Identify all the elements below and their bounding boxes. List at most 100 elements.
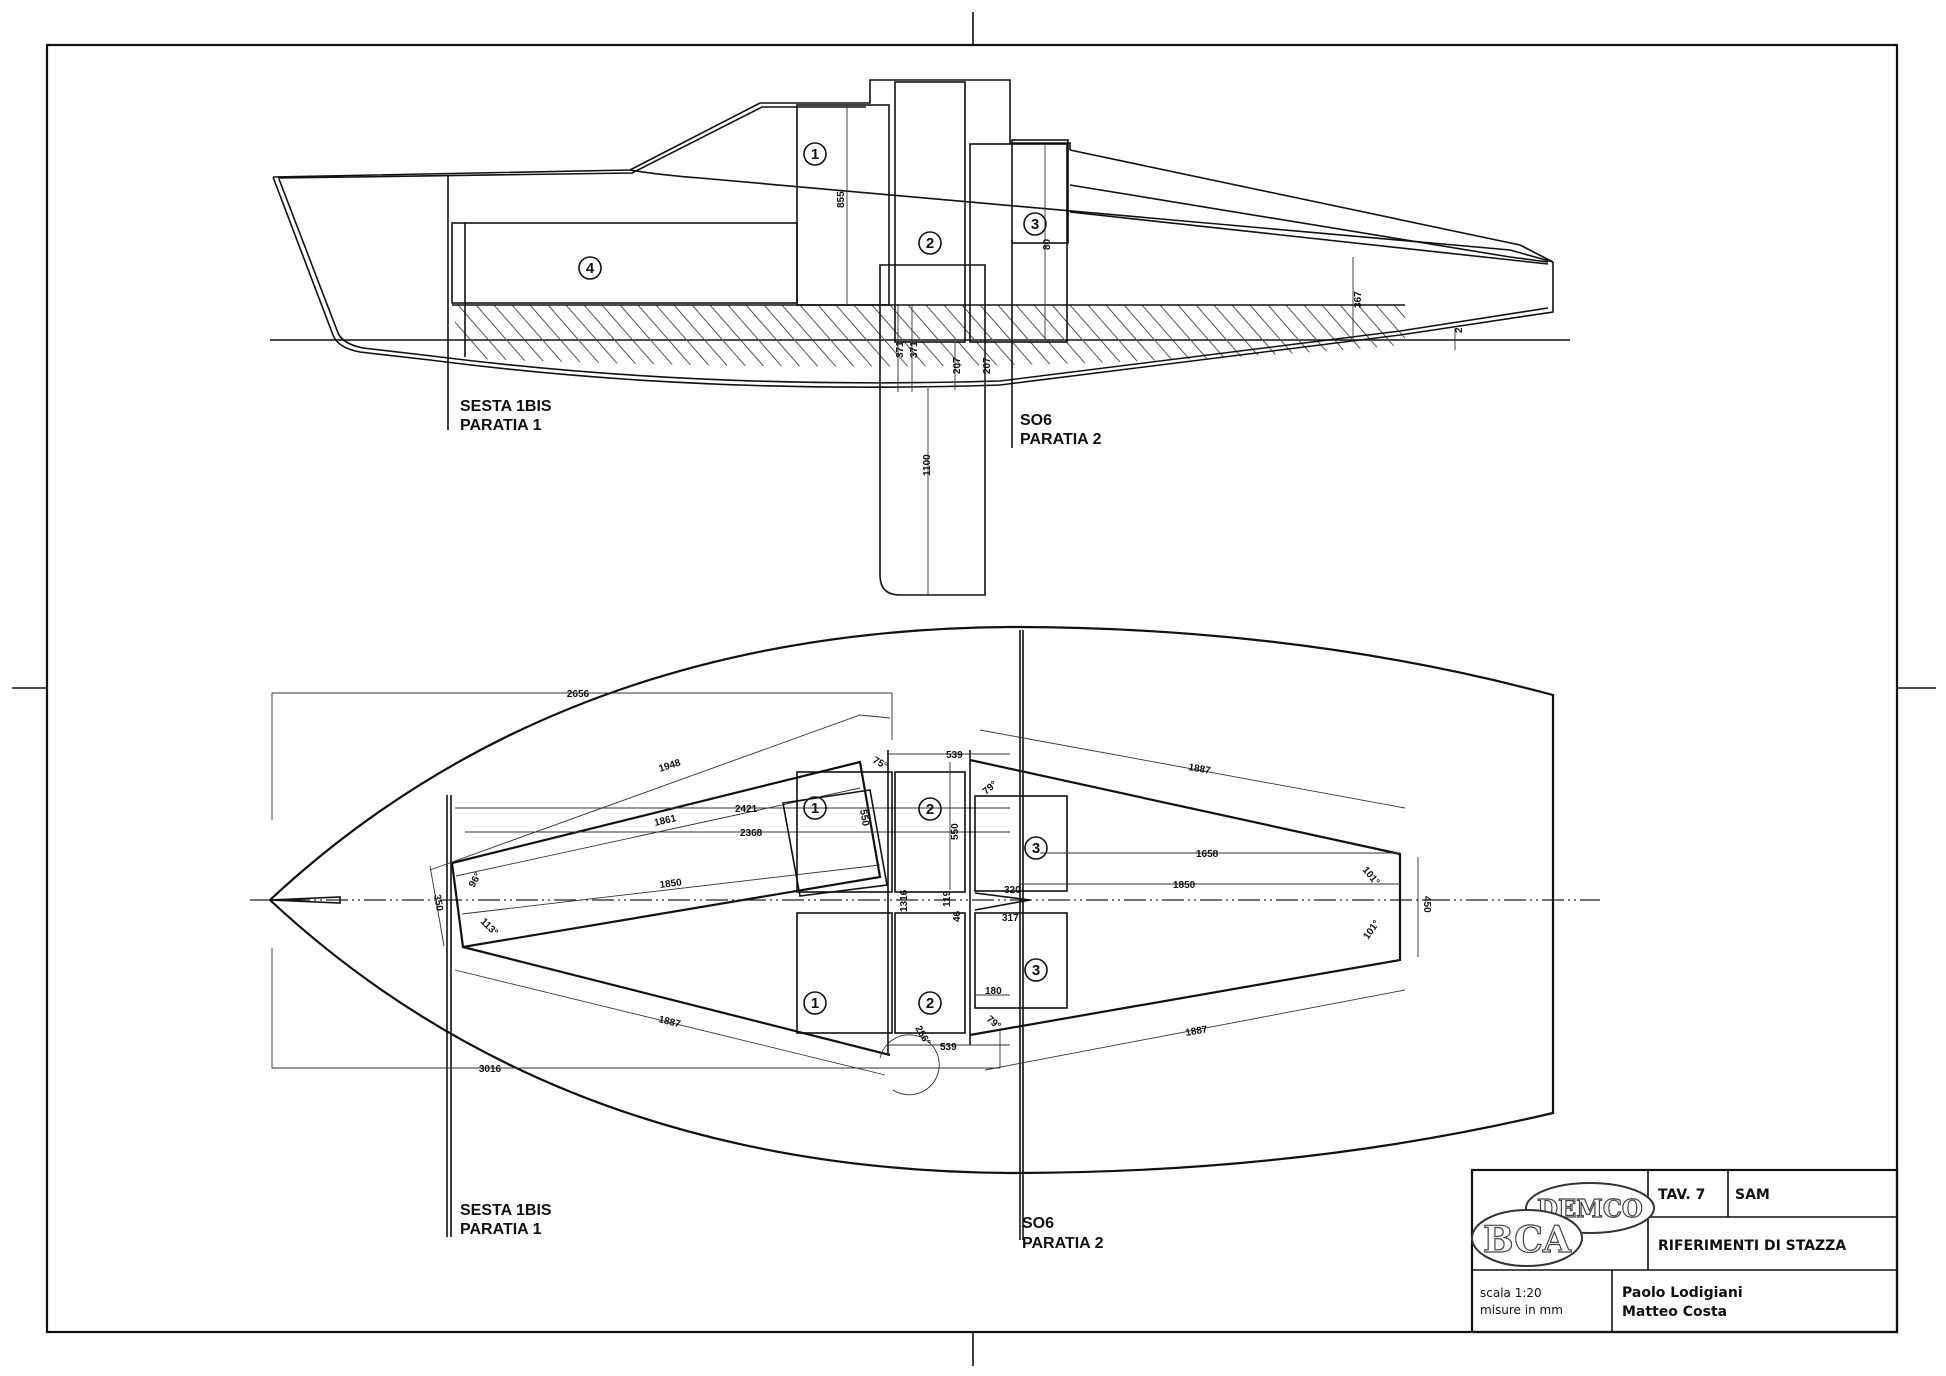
hull-bottom-inner xyxy=(278,178,1549,384)
units-text: misure in mm xyxy=(1480,1303,1563,1317)
hatch-line xyxy=(1051,305,1123,367)
plan-compartment-3-marker-lower: 3 xyxy=(1024,958,1048,982)
dim-1887-right-top-line xyxy=(979,729,1406,809)
sheet-border xyxy=(45,43,1899,1334)
hatch-line xyxy=(979,305,1051,367)
hatch-line xyxy=(763,305,835,367)
plan-compartment-2-marker-lower: 2 xyxy=(918,991,942,1015)
svg-text:3: 3 xyxy=(1031,216,1039,233)
author-1: Paolo Lodigiani xyxy=(1622,1285,1743,1301)
profile-station-2-line1: SO6 xyxy=(1020,412,1052,429)
svg-text:1: 1 xyxy=(811,800,819,817)
hatch-line xyxy=(799,305,871,367)
hatch-line xyxy=(961,305,1033,367)
dim-1658: 1658 xyxy=(1196,849,1219,860)
dim-550-2: 550 xyxy=(950,823,961,840)
angle-101-bottom: 101° xyxy=(1361,918,1382,941)
dim-371b-text: 371 xyxy=(909,341,920,358)
cabin-top-line xyxy=(1069,149,1554,263)
dim-80-text: 80 xyxy=(1042,238,1053,250)
cockpit-floor-line xyxy=(1069,211,1549,265)
hatch-line xyxy=(1141,305,1213,367)
dim-320: 320 xyxy=(1004,885,1021,896)
hatch-line xyxy=(1195,305,1267,367)
dim-2-text: 2 xyxy=(1454,327,1465,333)
hatch-line xyxy=(853,305,925,367)
dim-539-bottom: 539 xyxy=(940,1042,957,1053)
dim-1316: 1316 xyxy=(899,889,910,912)
hatch-line xyxy=(943,305,1015,367)
dim-1887-left-bottom: 1887 xyxy=(657,1014,682,1030)
aft-frame-members xyxy=(969,758,1402,1037)
dim-207a-text: 207 xyxy=(952,357,963,374)
logo-demco: DEMCO xyxy=(1537,1194,1643,1223)
sheer-line xyxy=(629,169,1554,263)
svg-text:1: 1 xyxy=(811,995,819,1012)
hatch-line xyxy=(1069,305,1141,367)
dim-550-1: 550 xyxy=(857,809,871,828)
compartment-4-box xyxy=(451,222,798,304)
plan-compartment-2-lower xyxy=(894,912,966,1034)
plan-station-1-line2: PARATIA 1 xyxy=(460,1221,542,1238)
hatch-line xyxy=(835,305,907,367)
plan-compartment-3-upper xyxy=(974,795,1068,892)
profile-compartment-1-marker: 1 xyxy=(803,142,827,166)
hatch-line xyxy=(619,305,691,367)
hatch-line xyxy=(601,305,673,367)
lower-frame-member xyxy=(462,945,891,1057)
hull-plan-outline xyxy=(268,625,1555,1175)
profile-compartment-4-marker: 4 xyxy=(578,256,602,280)
dim-119: 119 xyxy=(942,890,953,907)
dim-2656-line xyxy=(271,692,893,820)
plan-station-2-line1: SO6 xyxy=(1022,1215,1054,1232)
hatch-line xyxy=(1123,305,1195,367)
angle-96: 96° xyxy=(467,871,484,890)
dim-1850-right: 1850 xyxy=(1173,880,1196,891)
svg-text:2: 2 xyxy=(926,801,934,818)
logo-bca: BCA xyxy=(1483,1219,1572,1261)
compartment-2-box xyxy=(894,81,966,343)
svg-text:2: 2 xyxy=(926,995,934,1012)
hatch-line xyxy=(673,305,745,367)
dim-371a-text: 371 xyxy=(895,341,906,358)
dim-2368: 2368 xyxy=(740,828,763,839)
dim-180: 180 xyxy=(985,986,1002,997)
hatch-line xyxy=(1087,305,1159,367)
dim-855: 855 xyxy=(836,191,847,208)
dim-3016-line xyxy=(271,948,1001,1069)
hatch-line xyxy=(1375,305,1405,367)
author-2: Matteo Costa xyxy=(1622,1304,1727,1320)
dim-367-text: 367 xyxy=(1353,291,1364,308)
hatch-line xyxy=(1339,305,1405,367)
svg-text:1: 1 xyxy=(811,146,819,163)
hatch-line xyxy=(455,305,511,367)
plan-compartment-1-marker-upper: 1 xyxy=(803,796,827,820)
hatch-line xyxy=(1357,305,1405,367)
hatch-line xyxy=(907,305,979,367)
angle-113: 113° xyxy=(478,916,500,938)
plan-compartment-1-upper xyxy=(796,771,893,893)
hatch-line xyxy=(1159,305,1231,367)
hull-deck-line xyxy=(272,79,1071,178)
hatch-line xyxy=(511,305,583,367)
dim-1850-line xyxy=(461,864,881,915)
hatch-line xyxy=(817,305,889,367)
hatch-line xyxy=(1033,305,1105,367)
compartment-1-box xyxy=(796,104,890,306)
profile-compartment-3-marker: 3 xyxy=(1023,212,1047,236)
hatch-line xyxy=(1213,305,1285,367)
hatch-line xyxy=(781,305,853,367)
dim-1887-right-bottom-line xyxy=(984,989,1406,1071)
hatch-line xyxy=(547,305,619,367)
sheet-number: TAV. 7 xyxy=(1658,1187,1705,1203)
plan-view: 1 2 3 1 2 3 2656 3016 1948 2421 1861 236… xyxy=(250,625,1600,1252)
dim-46: 46 xyxy=(952,910,963,922)
plan-compartment-3-lower xyxy=(974,912,1068,1009)
demco-bca-logo: DEMCO BCA xyxy=(1471,1182,1655,1267)
dim-317: 317 xyxy=(1002,913,1019,924)
dim-1948: 1948 xyxy=(658,757,683,774)
project-name: SAM xyxy=(1735,1187,1770,1203)
hatch-line xyxy=(745,305,817,367)
hatch-line xyxy=(457,305,529,367)
